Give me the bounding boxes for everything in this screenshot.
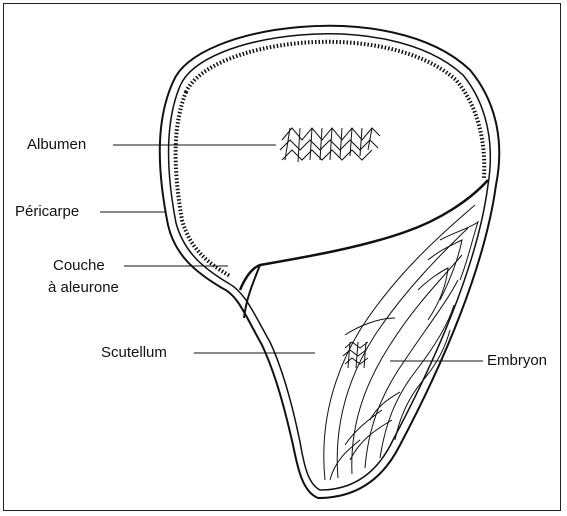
label-embryon: Embryon (487, 352, 547, 370)
pericarp-inner-outline (168, 34, 490, 490)
label-couche: Couche (53, 257, 105, 275)
label-scutellum: Scutellum (101, 344, 167, 362)
pericarp-outer-outline (160, 26, 499, 498)
label-pericarpe: Péricarpe (15, 203, 79, 221)
label-albumen: Albumen (27, 136, 86, 154)
embryo-contours (324, 205, 478, 480)
aleurone-layer-left (176, 92, 230, 276)
aleurone-layer (186, 42, 484, 178)
label-aleurone: à aleurone (48, 279, 119, 297)
albumen-cells (280, 128, 380, 162)
